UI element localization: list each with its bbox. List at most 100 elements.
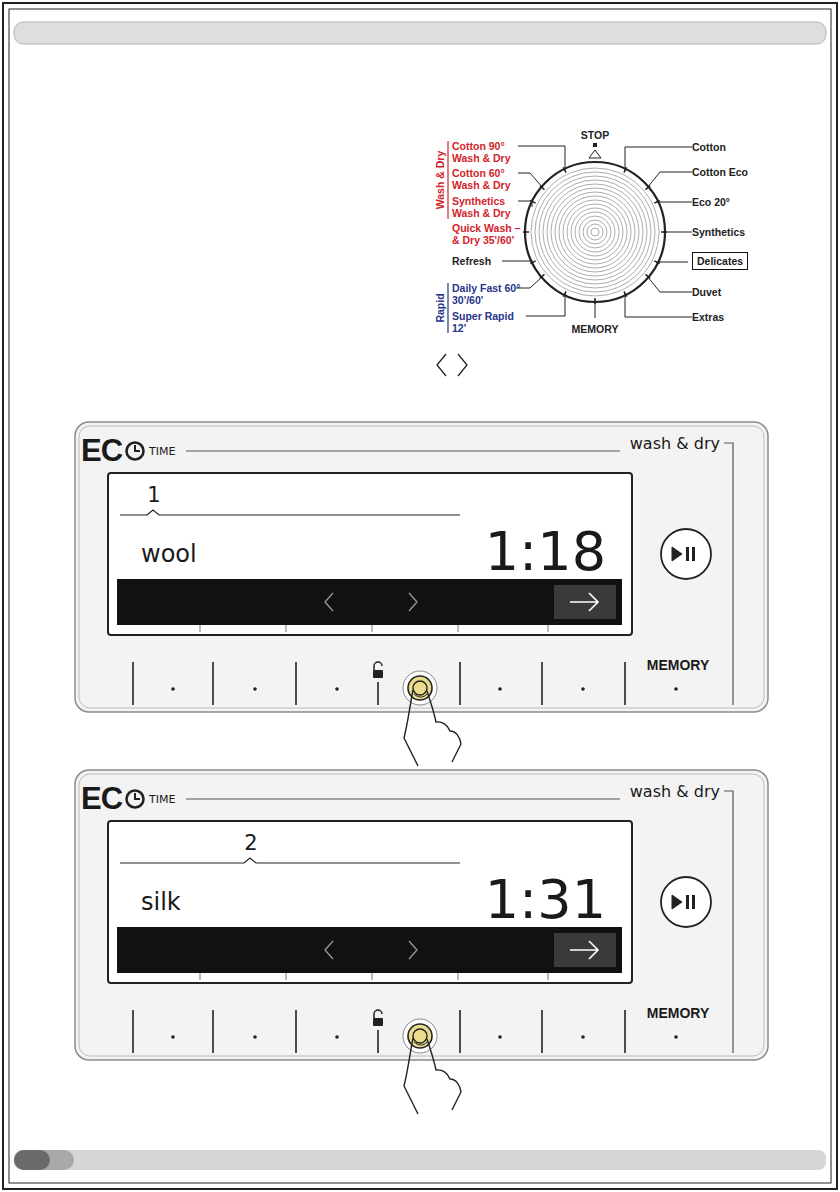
dial-tick [661,231,667,233]
button-dot [498,687,502,691]
panel-line [724,791,733,1053]
button-divider [212,662,214,705]
button-dot [253,687,257,691]
dial-ring [539,176,651,288]
leader-line [518,173,543,188]
page-tab [14,1150,74,1170]
dial-ring [531,168,659,296]
dial-ring [579,216,611,248]
play-icon [672,895,682,909]
fingernail [414,1042,427,1045]
leader-line [647,172,692,188]
dial-ring [543,180,647,284]
chevron-right-symbol [458,354,467,376]
button-divider [459,1010,461,1053]
button-dot [581,1035,585,1039]
display-tick [548,625,549,632]
display-bar [117,579,622,625]
pause-icon [692,895,695,909]
footer-bar [14,1150,826,1170]
control-panel [75,422,768,712]
display-tick [372,973,373,980]
button-divider [212,1010,214,1053]
dial-tick [654,200,659,203]
leader-line [625,293,692,317]
display-tick [458,625,459,632]
program-label: Extras [692,311,724,323]
dial-ring [591,228,599,236]
leader-line [526,293,565,316]
lock-icon [373,670,383,678]
button-divider [295,1010,297,1053]
program-label: Delicates [697,255,743,267]
stop-mark [593,143,597,147]
display-tick [286,973,287,980]
highlight-box: Delicates [692,252,748,270]
button-dot [581,687,585,691]
dial-ring [551,188,639,276]
display-tick [200,625,201,632]
display-screen: 1wool1:18 [107,472,633,636]
control-panel: ECTIMEwash & dryMEMORY1wool1:18 [75,422,768,712]
clock-icon [135,793,140,799]
leader-line [656,262,688,263]
dial-ring [571,208,619,256]
pressed-button [403,1019,437,1053]
button-divider [132,662,134,705]
program-label: Cotton Eco [692,166,748,178]
chevron-right-symbol [409,593,417,611]
dial-ring [555,192,635,272]
group-bracket [447,141,448,219]
dial-tick [646,274,651,278]
button-divider [295,662,297,705]
control-panel [75,770,768,1060]
button-dot [498,1035,502,1039]
dial-ring [535,172,655,292]
lock-icon [374,662,382,670]
program-label: Refresh [452,255,491,267]
dial-tick [624,291,627,296]
control-panel [79,426,764,708]
duration-time: 1:31 [485,868,606,931]
logo-line [186,798,620,799]
chevron-left-symbol [325,593,333,611]
next-arrow [570,593,598,611]
program-label: Duvet [692,286,721,298]
button-dot [171,687,175,691]
start-pause-button [661,529,711,579]
button-dot [674,687,678,691]
button-divider [624,662,626,705]
pressed-button [403,671,437,705]
dial-ring [583,220,607,244]
scale-line [120,858,460,863]
dial-tick [646,186,651,190]
lock-icon [374,1010,382,1018]
scale-line [120,510,460,515]
program-name: silk [141,888,181,916]
program-dial [525,162,665,302]
pointing-hand [404,1038,461,1114]
button-divider [377,682,379,705]
duration-time: 1:18 [485,520,606,583]
dial-tick [563,167,566,172]
display-bar [117,927,622,973]
leader-line [656,202,692,203]
program-label: Cotton [692,141,726,153]
leader-line [518,201,532,207]
display-tick [372,625,373,632]
button-dot [253,1035,257,1039]
panel-line [724,443,733,705]
program-label: Eco 20° [692,196,730,208]
dial-tick [654,261,659,264]
memory-label: MEMORY [572,323,619,335]
pressed-button [413,1029,427,1043]
button-label: MEMORY [647,657,709,673]
start-pause-button [661,877,711,927]
button-label: MEMORY [647,1005,709,1021]
dial-tick [624,167,627,172]
pressed-button [413,681,427,695]
dial-pointer [589,150,601,158]
brand-text: wash & dry [630,782,720,801]
pause-icon [686,547,689,561]
